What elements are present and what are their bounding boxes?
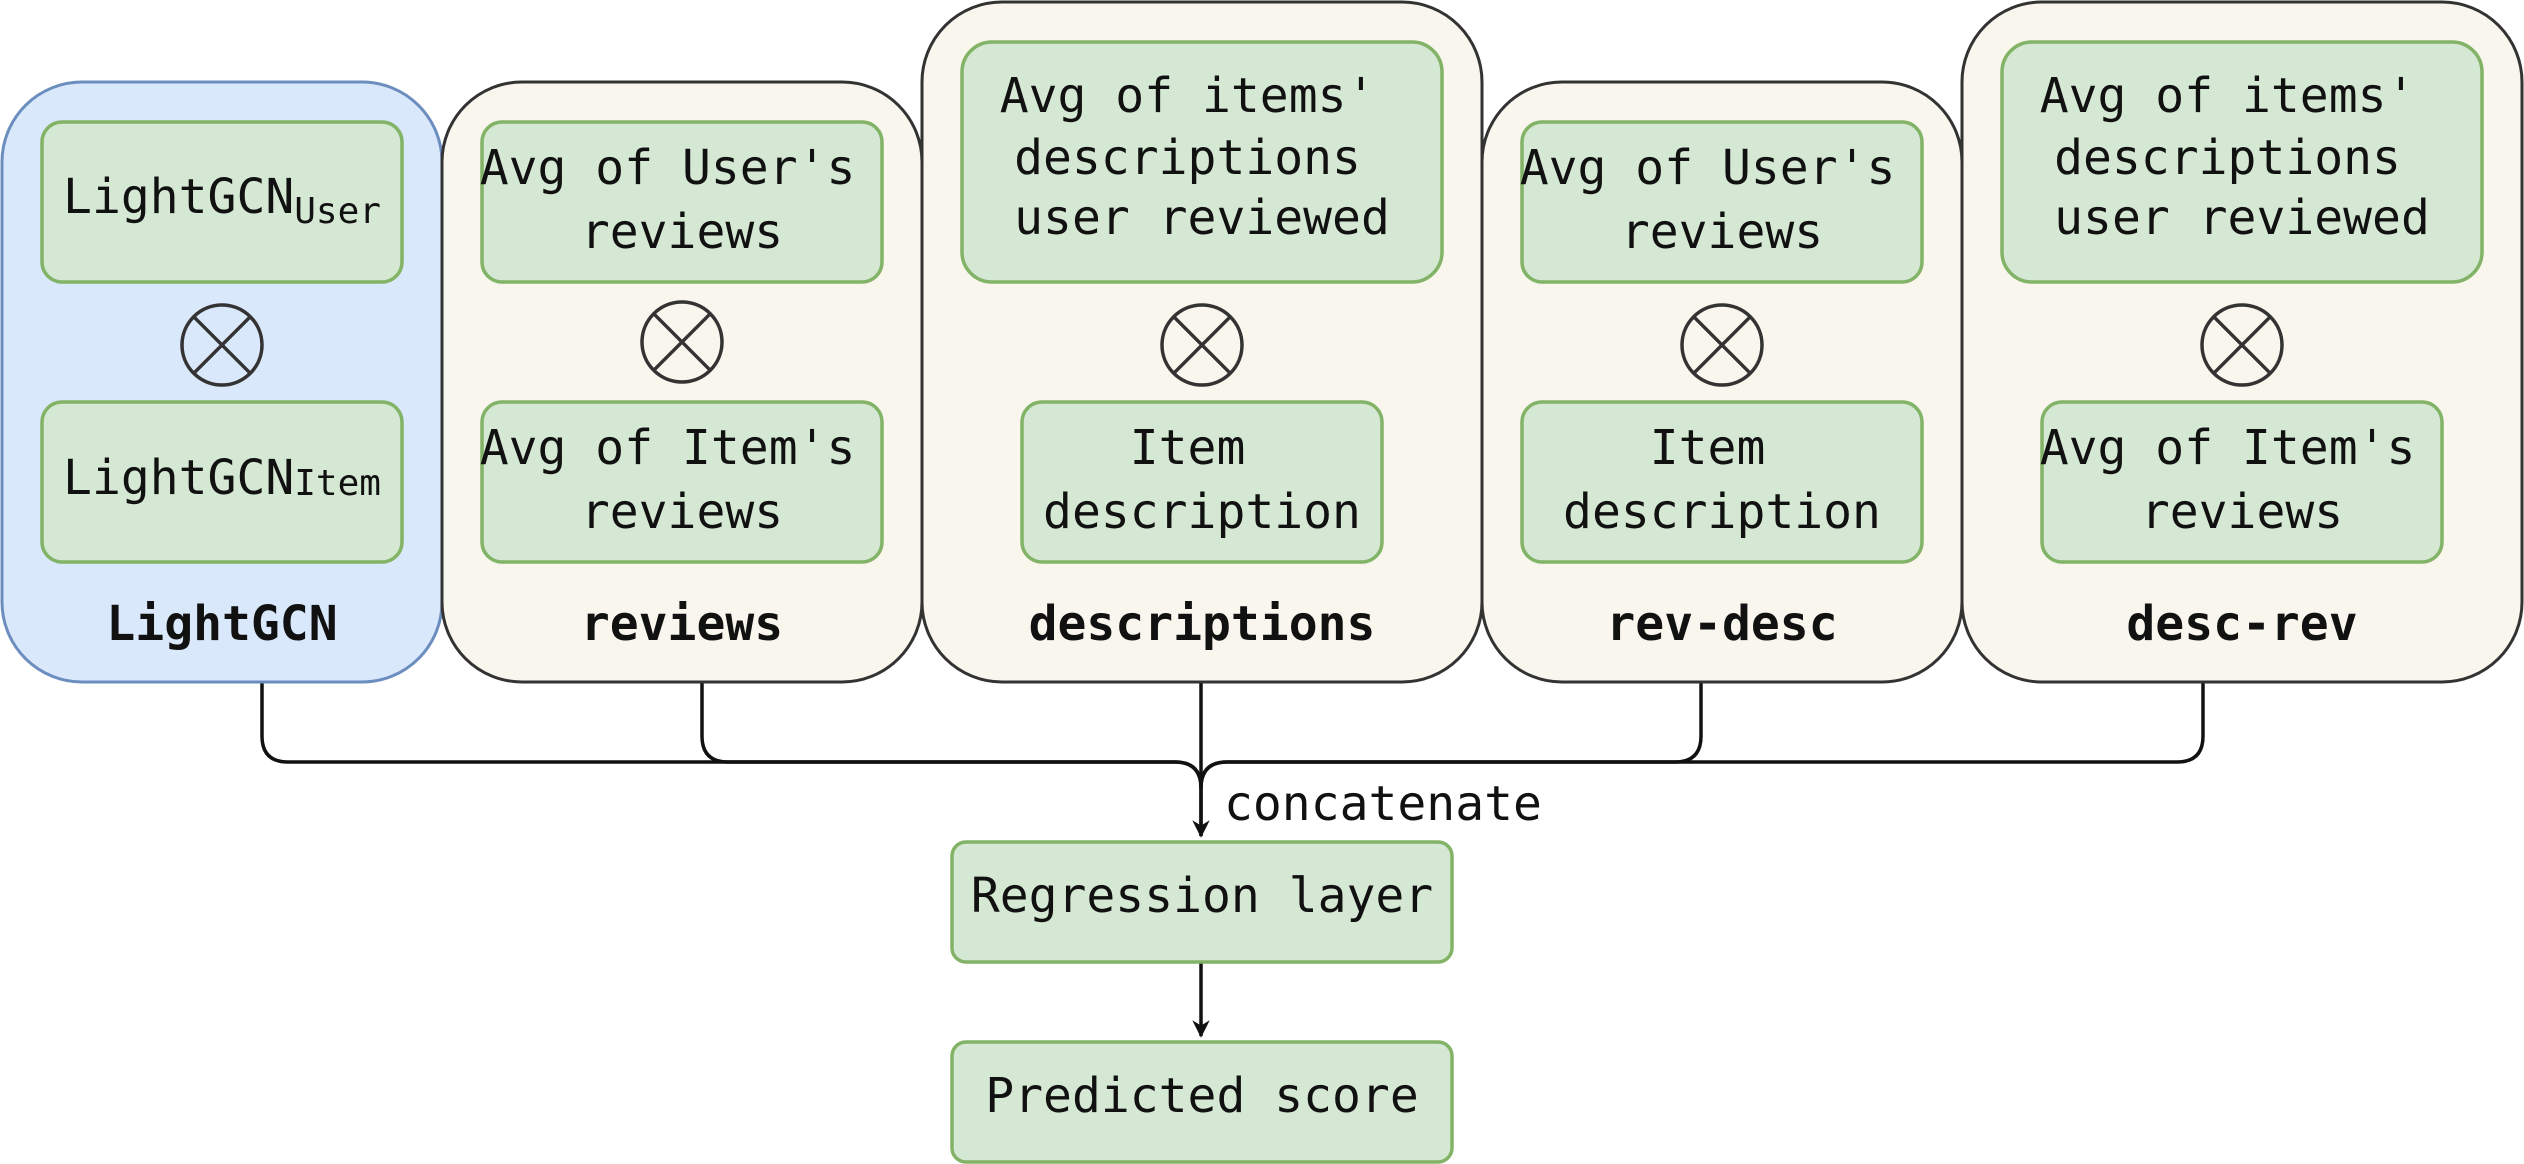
user-descriptions-label: Avg of items' descriptions user reviewed [2040, 68, 2445, 246]
connector-desc-rev [1199, 682, 2205, 789]
user-descriptions-box [2000, 40, 2484, 284]
connector-reviews [700, 682, 1203, 789]
panel-title-desc-rev: desc-rev [2126, 596, 2357, 652]
item-reviews-box [480, 400, 884, 564]
item-description-box [1520, 400, 1924, 564]
item-reviews-label: Avg of Item's reviews [2040, 420, 2445, 540]
predicted-score-label: Predicted score [985, 1068, 1418, 1124]
user-embedding-label: LightGCNUser [63, 169, 381, 232]
connector-rev-desc [1199, 682, 1703, 789]
regression-layer-label: Regression layer [971, 868, 1433, 924]
item-description-label: Item description [1563, 420, 1881, 540]
item-embedding-label: LightGCNItem [63, 450, 381, 506]
panel-title-reviews: reviews [581, 596, 783, 652]
panel-descriptions: Avg of items' descriptions user reviewed… [920, 0, 1484, 684]
panel-reviews: Avg of User's reviews Avg of Item's revi… [440, 80, 924, 684]
panel-desc-rev: Avg of items' descriptions user reviewed… [1960, 0, 2524, 684]
multiply-icon [1680, 303, 1764, 387]
user-descriptions-label: Avg of items' descriptions user reviewed [1000, 68, 1405, 246]
item-description-label: Item description [1043, 420, 1361, 540]
panel-title-rev-desc: rev-desc [1606, 596, 1837, 652]
multiply-icon [640, 300, 724, 384]
panel-title-lightgcn: LightGCN [106, 596, 337, 652]
connectors [260, 682, 2205, 1038]
concatenate-label: concatenate [1224, 776, 1542, 832]
user-embedding-box [40, 120, 404, 284]
user-reviews-label: Avg of User's reviews [480, 140, 885, 260]
user-reviews-box [1520, 120, 1924, 284]
connector-lightgcn [260, 682, 1210, 838]
multiply-icon [180, 303, 264, 387]
user-descriptions-box [960, 40, 1444, 284]
multiply-icon [2200, 303, 2284, 387]
user-reviews-label: Avg of User's reviews [1520, 140, 1925, 260]
item-description-box [1020, 400, 1384, 564]
panel-title-descriptions: descriptions [1029, 596, 1376, 652]
regression-layer: Regression layer [950, 840, 1454, 964]
item-reviews-box [2040, 400, 2444, 564]
panel-rev-desc: Avg of User's reviews Item description r… [1480, 80, 1964, 684]
item-reviews-label: Avg of Item's reviews [480, 420, 885, 540]
item-embedding-box [40, 400, 404, 564]
user-reviews-box [480, 120, 884, 284]
multiply-icon [1160, 303, 1244, 387]
regression-layer-box [950, 840, 1454, 964]
panel-lightgcn: LightGCNUser LightGCNItem LightGCN [0, 80, 444, 684]
predicted-score: Predicted score [950, 1040, 1454, 1164]
predicted-score-box [950, 1040, 1454, 1164]
